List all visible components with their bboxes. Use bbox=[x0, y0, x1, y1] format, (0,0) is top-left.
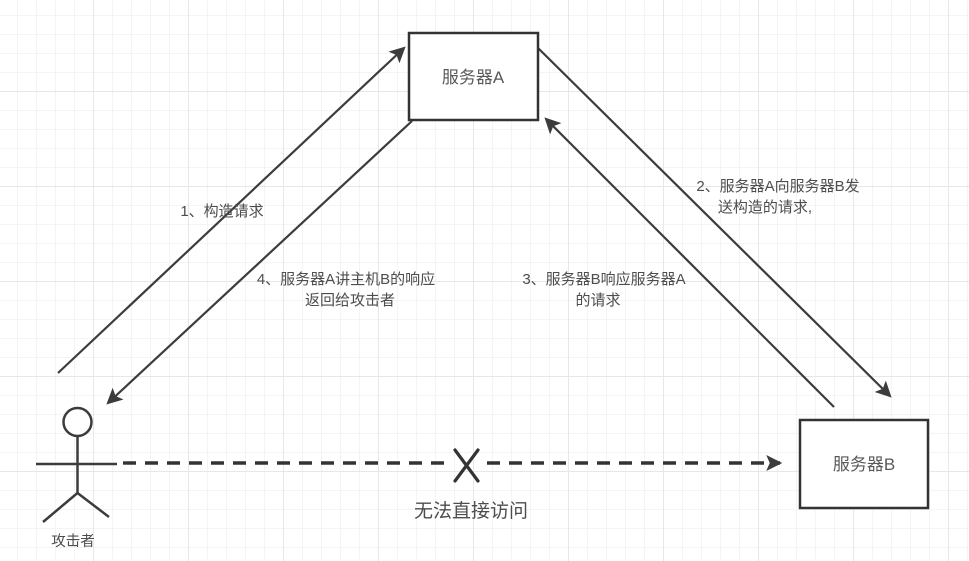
arrow-step4-response-to-attacker bbox=[106, 120, 413, 405]
step2-label-line1: 2、服务器A向服务器B发 bbox=[696, 178, 859, 195]
step4-label-line1: 4、服务器A讲主机B的响应 bbox=[257, 270, 435, 288]
node-server-a: 服务器A bbox=[407, 31, 540, 122]
server-a-label: 服务器A bbox=[442, 68, 505, 87]
blocked-path-label: 无法直接访问 bbox=[414, 500, 528, 522]
step4-label-line2: 返回给攻击者 bbox=[305, 292, 395, 309]
server-b-label: 服务器B bbox=[833, 455, 895, 474]
step3-label-line1: 3、服务器B响应服务器A bbox=[522, 270, 685, 288]
step1-label: 1、构造请求 bbox=[180, 203, 263, 220]
node-server-b: 服务器B bbox=[798, 418, 930, 510]
arrow-step2-server-a-to-server-b bbox=[537, 47, 892, 398]
arrow-step1-request-to-server-a bbox=[57, 46, 406, 374]
attacker-figure bbox=[36, 406, 117, 523]
attacker-label: 攻击者 bbox=[51, 533, 95, 550]
arrow-step3-server-b-response bbox=[544, 117, 835, 408]
step2-label-line2: 送构造的请求, bbox=[718, 199, 812, 216]
blocked-x-icon bbox=[453, 448, 480, 483]
step3-label-line2: 的请求 bbox=[575, 292, 620, 309]
